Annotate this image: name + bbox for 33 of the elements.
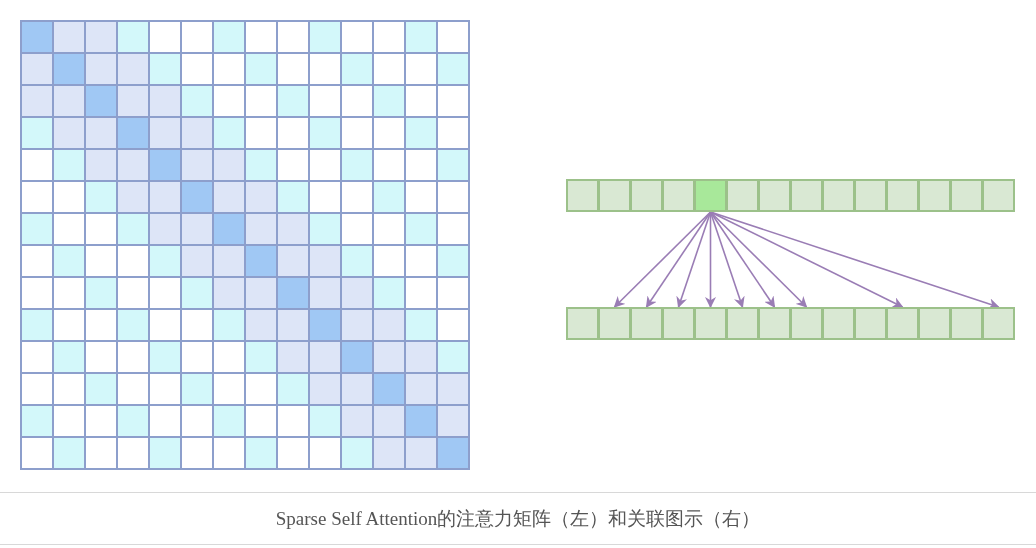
highlighted-token-cell bbox=[694, 179, 727, 212]
token-cell bbox=[950, 307, 983, 340]
token-cell bbox=[822, 179, 855, 212]
token-cell bbox=[662, 179, 695, 212]
token-cell bbox=[726, 307, 759, 340]
token-cell bbox=[630, 307, 663, 340]
arrow bbox=[645, 211, 712, 308]
token-cell bbox=[854, 179, 887, 212]
token-cell bbox=[822, 307, 855, 340]
token-cell bbox=[918, 307, 951, 340]
token-cell bbox=[790, 307, 823, 340]
arrow bbox=[709, 211, 745, 309]
token-cell bbox=[918, 179, 951, 212]
token-cell bbox=[982, 307, 1015, 340]
token-cell bbox=[566, 307, 599, 340]
arrow bbox=[709, 211, 776, 308]
token-cell bbox=[566, 179, 599, 212]
token-cell bbox=[982, 179, 1015, 212]
token-cell bbox=[662, 307, 695, 340]
token-cell bbox=[758, 307, 791, 340]
token-cell bbox=[886, 179, 919, 212]
token-cell bbox=[886, 307, 919, 340]
token-cell bbox=[790, 179, 823, 212]
arrow bbox=[676, 211, 712, 309]
token-cell bbox=[630, 179, 663, 212]
token-cell bbox=[598, 179, 631, 212]
token-cell bbox=[950, 179, 983, 212]
token-cell bbox=[726, 179, 759, 212]
caption: Sparse Self Attention的注意力矩阵（左）和关联图示（右） bbox=[274, 507, 762, 531]
token-cell bbox=[694, 307, 727, 340]
token-cell bbox=[758, 179, 791, 212]
token-cell bbox=[598, 307, 631, 340]
token-cell bbox=[854, 307, 887, 340]
